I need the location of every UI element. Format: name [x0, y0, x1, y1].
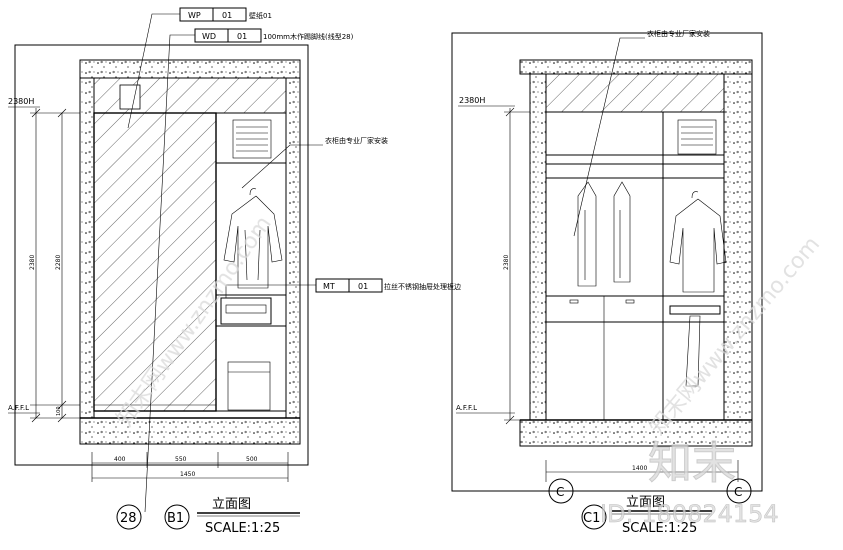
watermarks: 知末网www.znzmo.com 知末网www.znzmo.com 知末 ID:… — [113, 212, 825, 529]
right-shirt-hanger — [669, 191, 727, 293]
tag-mt: MT 01 拉丝不锈钢抽屉处理板边 — [225, 278, 461, 298]
open-wardrobe-section — [215, 112, 287, 412]
right-ceiling-slab — [519, 59, 753, 75]
left-dim-inner-height: 2280 — [55, 255, 62, 270]
right-horizontal-dims — [545, 460, 739, 482]
right-header-hatch — [545, 73, 725, 113]
svg-text:MT: MT — [323, 282, 335, 291]
left-elevation: 2380H A.F.F.L 2380 2280 100 400 550 500 … — [8, 7, 461, 536]
right-level-floor: A.F.F.L — [456, 404, 477, 412]
left-vertical-dims — [30, 108, 80, 423]
right-level-top: 2380H — [459, 96, 485, 105]
tag-wp-desc: 壁纸01 — [249, 11, 272, 20]
section-ref: 28 — [120, 511, 137, 526]
trouser-rack — [669, 305, 721, 315]
left-ceiling-slab — [79, 59, 301, 79]
right-wall-right — [723, 73, 753, 421]
left-wall-right — [285, 77, 301, 419]
right-dim-height: 2380 — [503, 255, 510, 270]
section-ref-bubble — [116, 504, 142, 530]
left-view-id: B1 — [167, 511, 184, 526]
svg-text:01: 01 — [358, 282, 368, 291]
svg-text:01: 01 — [222, 11, 232, 20]
left-dim-w2: 550 — [175, 456, 187, 463]
right-scale: SCALE:1:25 — [622, 521, 697, 536]
left-floor-slab — [79, 417, 301, 445]
grid-right: C — [734, 485, 742, 499]
right-vent-slats — [681, 126, 713, 146]
right-hanging-clothes-left — [577, 181, 631, 287]
svg-text:WP: WP — [188, 11, 201, 20]
tag-mt-desc: 拉丝不锈钢抽屉处理板边 — [384, 282, 461, 291]
left-dim-total-width: 1450 — [180, 471, 195, 478]
left-view-title: 立面图 — [212, 497, 251, 512]
tag-wd: WD 01 100mm木作踢脚线(线型28) — [144, 28, 354, 513]
grid-left: C — [556, 485, 564, 499]
grid-bubble-left — [548, 478, 574, 504]
right-view-title: 立面图 — [626, 495, 665, 510]
left-frame — [14, 44, 309, 466]
watermark-id: ID: 180824154 — [600, 500, 779, 528]
right-floor-slab — [519, 419, 753, 447]
tag-wp: WP 01 壁纸01 — [127, 7, 272, 129]
watermark-logo: 知末 — [648, 438, 736, 489]
left-wall-left — [79, 77, 95, 419]
right-elevation: 2380H A.F.F.L 2380 1400 衣柜由专业厂家安装 C C C1… — [451, 29, 763, 536]
left-header-box — [119, 84, 141, 110]
grid-bubble-right — [726, 478, 752, 504]
left-vent-slats — [236, 126, 268, 152]
right-vertical-dims — [504, 107, 530, 425]
left-vent-grille — [232, 119, 272, 159]
left-scale: SCALE:1:25 — [205, 521, 280, 536]
left-level-top: 2380H — [8, 97, 34, 106]
left-dim-w3: 500 — [246, 456, 258, 463]
left-dim-bottom: 100 — [56, 406, 62, 416]
right-view-id: C1 — [583, 511, 600, 526]
left-shirt-hanger — [223, 188, 283, 289]
left-dim-overall-height: 2380 — [29, 255, 36, 270]
svg-text:WD: WD — [202, 32, 216, 41]
left-drawer — [220, 297, 272, 325]
left-dim-w1: 400 — [114, 456, 126, 463]
right-vent-grille — [677, 119, 717, 155]
svg-text:01: 01 — [237, 32, 247, 41]
left-stool — [227, 361, 271, 411]
left-horizontal-dims — [91, 452, 289, 482]
left-view-bubble — [164, 504, 190, 530]
right-frame — [451, 32, 763, 492]
tag-wd-desc: 100mm木作踢脚线(线型28) — [263, 32, 354, 41]
right-view-bubble — [581, 504, 607, 530]
right-wall-left — [529, 73, 547, 421]
left-note-cabinet: 衣柜由专业厂家安装 — [325, 136, 388, 145]
right-note-cabinet: 衣柜由专业厂家安装 — [647, 29, 710, 38]
right-dim-total-width: 1400 — [632, 465, 647, 472]
left-level-floor: A.F.F.L — [8, 404, 29, 412]
mirror-door — [93, 112, 217, 412]
